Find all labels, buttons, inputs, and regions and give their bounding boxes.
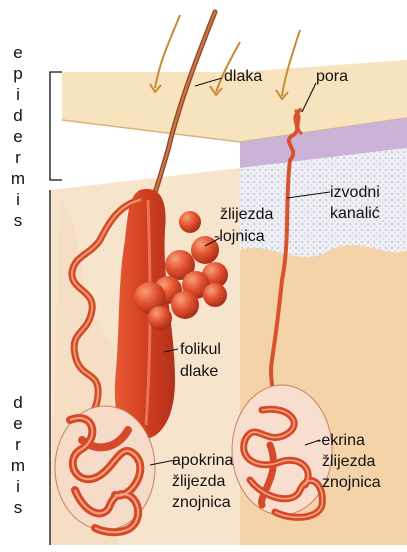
label-zlijezda-lojnica: žlijezda -lojnica	[220, 205, 273, 246]
label-apokrina: apokrina žlijezda znojnica	[172, 451, 233, 512]
dermis-label: d e r m i s	[8, 392, 28, 518]
label-folikul-dlake: folikul dlake	[180, 340, 221, 381]
label-dlaka: dlaka	[224, 67, 262, 86]
label-ekrina: -ekrina žlijezda znojnica	[316, 431, 381, 492]
label-pora: pora	[316, 67, 348, 86]
label-izvodni-kanalic: izvodni kanalić	[330, 183, 380, 223]
epidermis-label: e p i d e r m i s	[8, 42, 28, 231]
